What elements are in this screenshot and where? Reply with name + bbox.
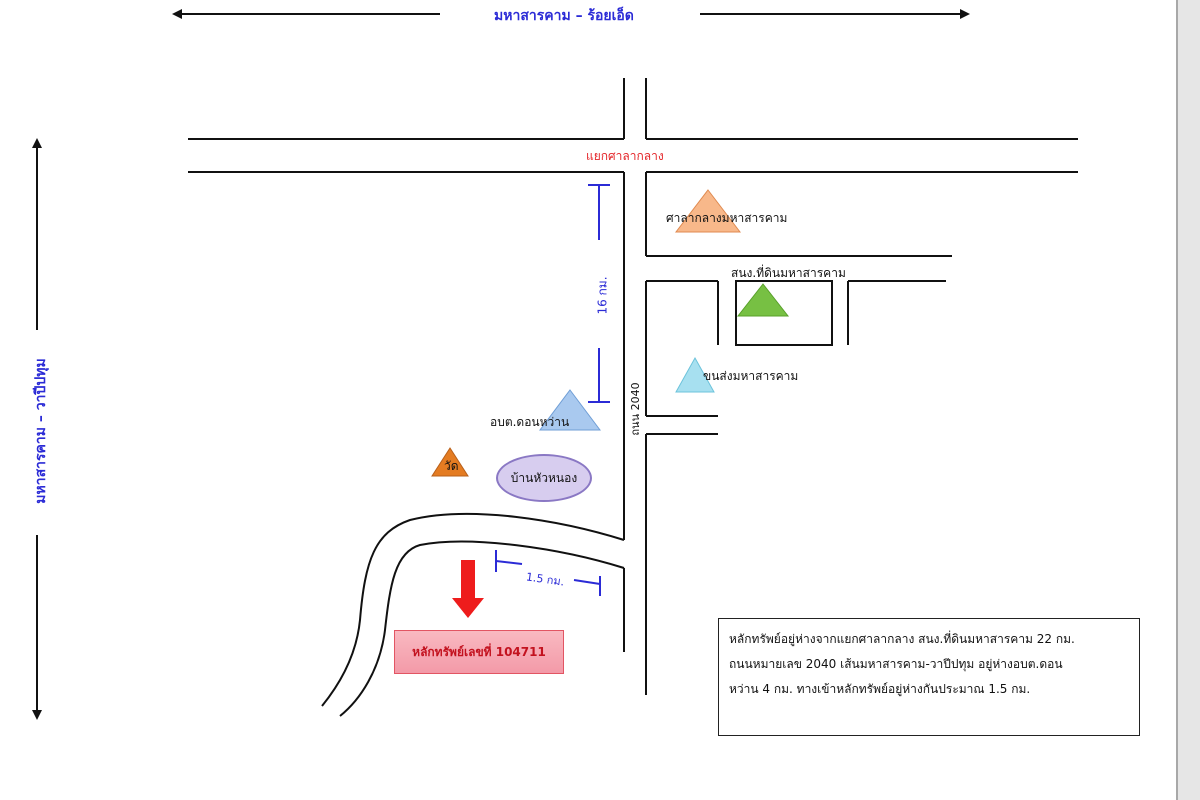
left-road-label: มหาสารคาม – วาปีปทุม xyxy=(33,358,49,504)
down-arrow-icon xyxy=(452,560,484,618)
transport-triangle-icon xyxy=(675,356,715,393)
road-network xyxy=(188,78,1078,717)
temple-label: วัด xyxy=(444,459,459,473)
village-label: บ้านหัวหนอง xyxy=(510,470,578,485)
land-office-label: สนง.ที่ดินมหาสารคาม xyxy=(731,266,846,280)
info-line-3: หว่าน 4 กม. ทางเข้าหลักทรัพย์อยู่ห่างกัน… xyxy=(729,682,1031,696)
road-2040-label: ถนน 2040 xyxy=(629,382,642,436)
info-line-2: ถนนหมายเลข 2040 เส้นมหาสารคาม-วาปีปทุม อ… xyxy=(729,657,1063,671)
transport-label: ขนส่งมหาสารคาม xyxy=(703,369,799,383)
distance-marker-16km xyxy=(588,184,610,403)
page-edge-line xyxy=(1176,0,1178,800)
land-office-triangle-icon xyxy=(736,283,790,317)
temple-triangle-icon xyxy=(431,447,469,477)
property-marker: หลักทรัพย์เลขที่ 104711 xyxy=(394,630,564,674)
city-hall-label: ศาลากลางมหาสารคาม xyxy=(666,211,788,225)
page-gutter xyxy=(1178,0,1200,800)
tao-triangle-icon xyxy=(539,389,601,431)
tao-label: อบต.ดอนหว่าน xyxy=(490,415,570,429)
property-label: หลักทรัพย์เลขที่ 104711 xyxy=(412,644,546,659)
distance-marker-1-5km xyxy=(495,550,601,596)
city-hall-triangle-icon xyxy=(674,189,742,233)
info-line-1: หลักทรัพย์อยู่ห่างจากแยกศาลากลาง สนง.ที่… xyxy=(729,632,1075,646)
junction-label: แยกศาลากลาง xyxy=(586,149,664,163)
distance-16km-label: 16 กม. xyxy=(595,276,610,315)
top-road-label: มหาสารคาม – ร้อยเอ็ด xyxy=(494,8,634,24)
info-box: หลักทรัพย์อยู่ห่างจากแยกศาลากลาง สนง.ที่… xyxy=(718,618,1140,736)
village-ellipse-marker: บ้านหัวหนอง xyxy=(496,454,592,502)
